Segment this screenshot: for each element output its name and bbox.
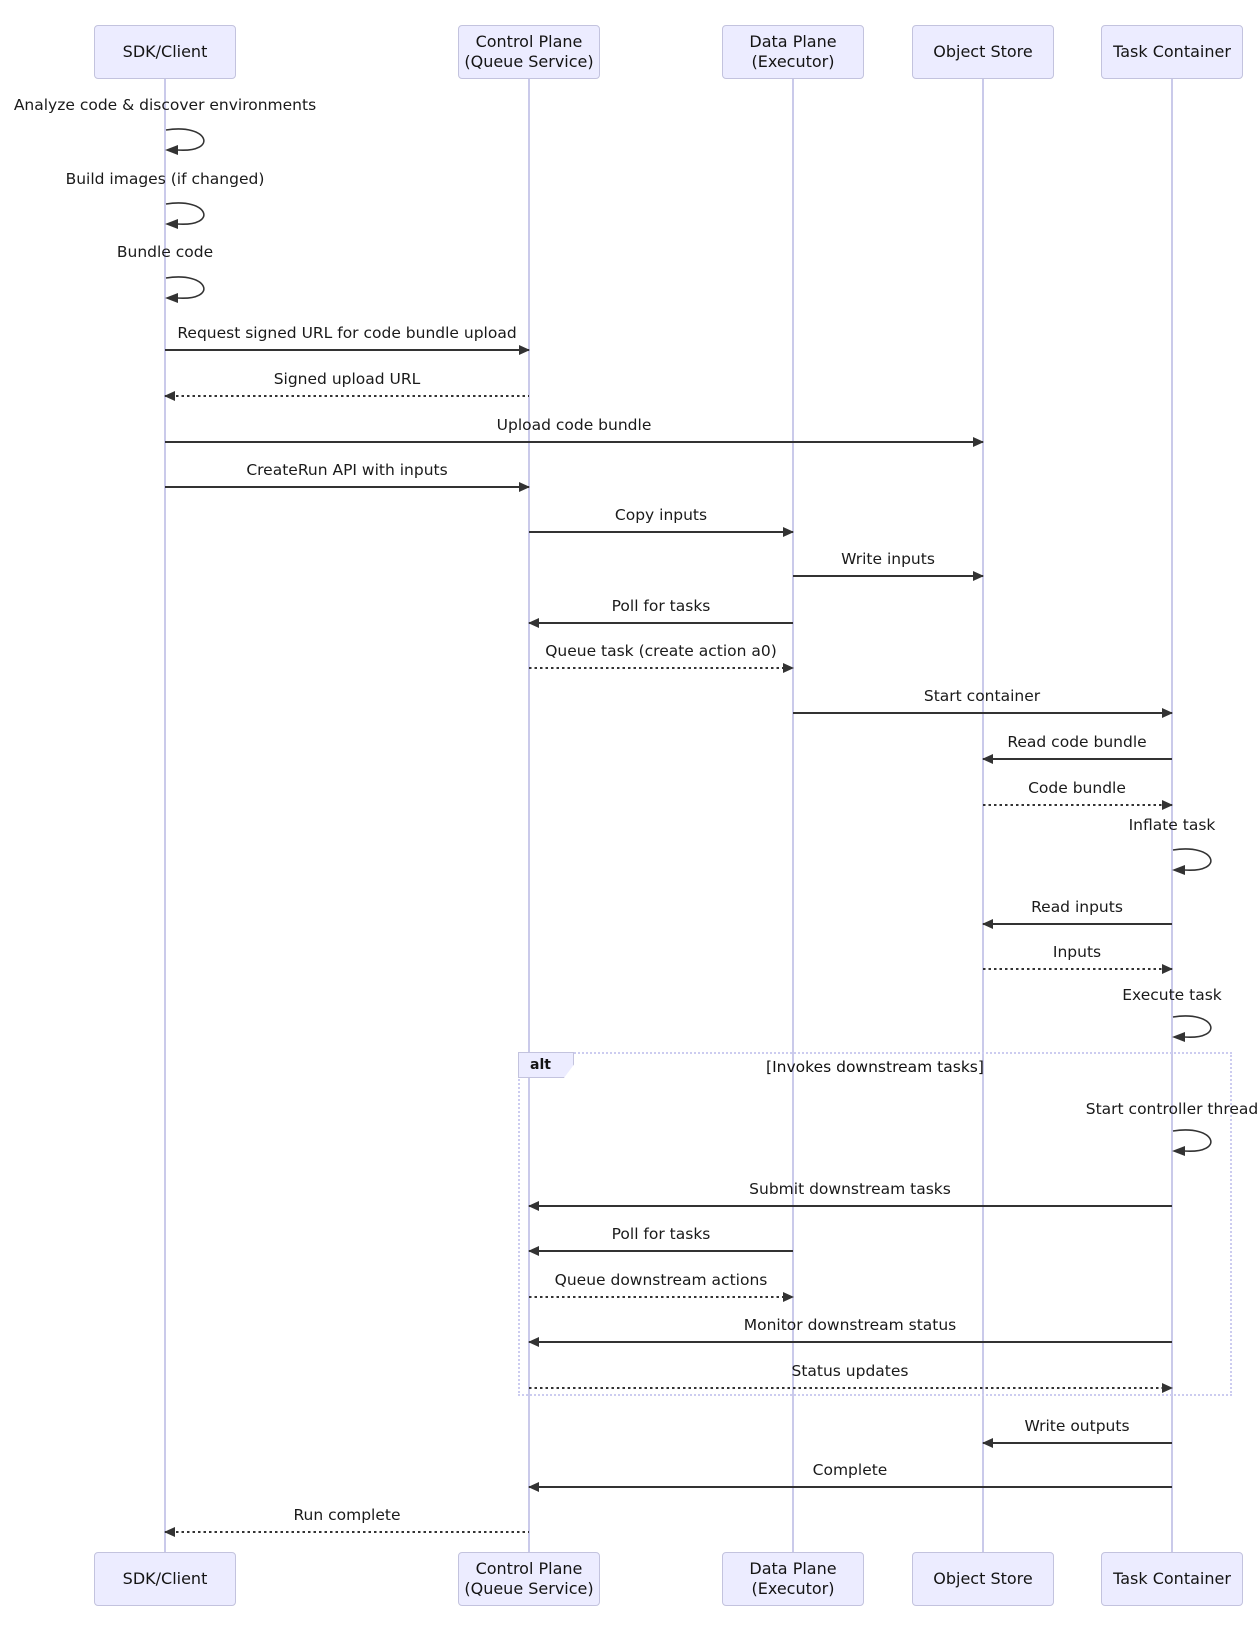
- msg-label-queue-downstream-actions: Queue downstream actions: [554, 1271, 768, 1289]
- arrowhead-right-icon: [1162, 800, 1173, 810]
- alt-tab: alt: [518, 1052, 574, 1078]
- arrowhead-left-icon: [528, 1246, 539, 1256]
- arrowhead-right-icon: [1162, 964, 1173, 974]
- msg-arrow-start-container: [793, 708, 1173, 718]
- msg-label-createrun-api: CreateRun API with inputs: [246, 461, 448, 479]
- msg-label-analyze-code: Analyze code & discover environments: [13, 96, 317, 114]
- self-loop-inflate-icon: [1172, 848, 1212, 875]
- msg-arrow-poll-for-tasks-2: [528, 1246, 793, 1256]
- arrowhead-left-icon: [528, 618, 539, 628]
- actor-top-data-plane: Data Plane (Executor): [722, 25, 864, 79]
- arrowhead-left-icon: [528, 1201, 539, 1211]
- actor-top-task-container: Task Container: [1101, 25, 1243, 79]
- lifeline-sdk: [164, 79, 166, 1552]
- msg-label-inflate-task: Inflate task: [1128, 816, 1216, 834]
- lifeline-control-plane: [528, 79, 530, 1552]
- self-loop-analyze-icon: [165, 128, 205, 155]
- msg-arrow-poll-for-tasks: [528, 618, 793, 628]
- msg-label-poll-for-tasks: Poll for tasks: [611, 597, 711, 615]
- msg-label-inputs: Inputs: [1052, 943, 1102, 961]
- msg-arrow-run-complete: [164, 1527, 529, 1537]
- arrowhead-right-icon: [973, 437, 984, 447]
- actor-bottom-object-store: Object Store: [912, 1552, 1054, 1606]
- msg-arrow-createrun-api: [165, 482, 530, 492]
- arrowhead-right-icon: [973, 571, 984, 581]
- msg-label-complete: Complete: [812, 1461, 888, 1479]
- actor-bottom-data-plane: Data Plane (Executor): [722, 1552, 864, 1606]
- msg-label-upload-code-bundle: Upload code bundle: [496, 416, 652, 434]
- arrowhead-right-icon: [783, 527, 794, 537]
- msg-label-bundle-code: Bundle code: [116, 243, 214, 261]
- msg-label-signed-upload-url: Signed upload URL: [273, 370, 421, 388]
- msg-arrow-copy-inputs: [529, 527, 794, 537]
- msg-arrow-request-signed-url: [165, 345, 530, 355]
- msg-arrow-write-outputs: [982, 1438, 1172, 1448]
- arrowhead-left-icon: [982, 919, 993, 929]
- msg-label-submit-downstream-tasks: Submit downstream tasks: [749, 1180, 951, 1198]
- actor-bottom-sdk: SDK/Client: [94, 1552, 236, 1606]
- msg-label-write-outputs: Write outputs: [1024, 1417, 1130, 1435]
- msg-label-queue-task: Queue task (create action a0): [545, 642, 777, 660]
- msg-label-start-container: Start container: [923, 687, 1041, 705]
- msg-arrow-status-updates: [529, 1383, 1173, 1393]
- msg-label-status-updates: Status updates: [791, 1362, 909, 1380]
- msg-label-build-images: Build images (if changed): [65, 170, 265, 188]
- lifeline-object-store: [982, 79, 984, 1552]
- msg-arrow-complete: [528, 1482, 1172, 1492]
- msg-label-code-bundle: Code bundle: [1028, 779, 1126, 797]
- arrowhead-left-icon: [528, 1337, 539, 1347]
- msg-arrow-read-code-bundle: [982, 754, 1172, 764]
- lifeline-data-plane: [792, 79, 794, 1552]
- msg-label-read-code-bundle: Read code bundle: [1007, 733, 1147, 751]
- self-loop-build-icon: [165, 202, 205, 229]
- msg-label-read-inputs: Read inputs: [1031, 898, 1123, 916]
- msg-arrow-monitor-downstream-status: [528, 1337, 1172, 1347]
- msg-arrow-submit-downstream-tasks: [528, 1201, 1172, 1211]
- msg-label-run-complete: Run complete: [293, 1506, 401, 1524]
- msg-label-poll-for-tasks-2: Poll for tasks: [611, 1225, 711, 1243]
- msg-label-monitor-downstream-status: Monitor downstream status: [743, 1316, 957, 1334]
- arrowhead-right-icon: [783, 1292, 794, 1302]
- self-loop-bundle-icon: [165, 276, 205, 303]
- msg-arrow-upload-code-bundle: [165, 437, 984, 447]
- msg-arrow-code-bundle: [983, 800, 1173, 810]
- lifeline-task-container: [1171, 79, 1173, 1552]
- msg-arrow-queue-task: [529, 663, 794, 673]
- actor-top-control-plane: Control Plane (Queue Service): [458, 25, 600, 79]
- msg-label-execute-task: Execute task: [1122, 986, 1222, 1004]
- msg-arrow-write-inputs: [793, 571, 984, 581]
- arrowhead-left-icon: [164, 391, 175, 401]
- actor-bottom-control-plane: Control Plane (Queue Service): [458, 1552, 600, 1606]
- msg-label-write-inputs: Write inputs: [841, 550, 935, 568]
- arrowhead-left-icon: [528, 1482, 539, 1492]
- msg-arrow-signed-upload-url: [164, 391, 529, 401]
- self-loop-execute-icon: [1172, 1015, 1212, 1042]
- msg-arrow-read-inputs: [982, 919, 1172, 929]
- msg-label-start-controller-thread: Start controller thread: [1085, 1100, 1258, 1118]
- alt-condition: [Invokes downstream tasks]: [766, 1058, 984, 1076]
- arrowhead-right-icon: [1162, 1383, 1173, 1393]
- arrowhead-right-icon: [519, 345, 530, 355]
- actor-bottom-task-container: Task Container: [1101, 1552, 1243, 1606]
- actor-top-sdk: SDK/Client: [94, 25, 236, 79]
- arrowhead-right-icon: [1162, 708, 1173, 718]
- msg-arrow-queue-downstream-actions: [529, 1292, 794, 1302]
- actor-top-object-store: Object Store: [912, 25, 1054, 79]
- arrowhead-right-icon: [519, 482, 530, 492]
- arrowhead-right-icon: [783, 663, 794, 673]
- alt-frame: [518, 1052, 1232, 1396]
- arrowhead-left-icon: [164, 1527, 175, 1537]
- msg-label-copy-inputs: Copy inputs: [614, 506, 708, 524]
- arrowhead-left-icon: [982, 754, 993, 764]
- msg-label-request-signed-url: Request signed URL for code bundle uploa…: [177, 324, 517, 342]
- arrowhead-left-icon: [982, 1438, 993, 1448]
- msg-arrow-inputs: [983, 964, 1173, 974]
- self-loop-controller-icon: [1172, 1129, 1212, 1156]
